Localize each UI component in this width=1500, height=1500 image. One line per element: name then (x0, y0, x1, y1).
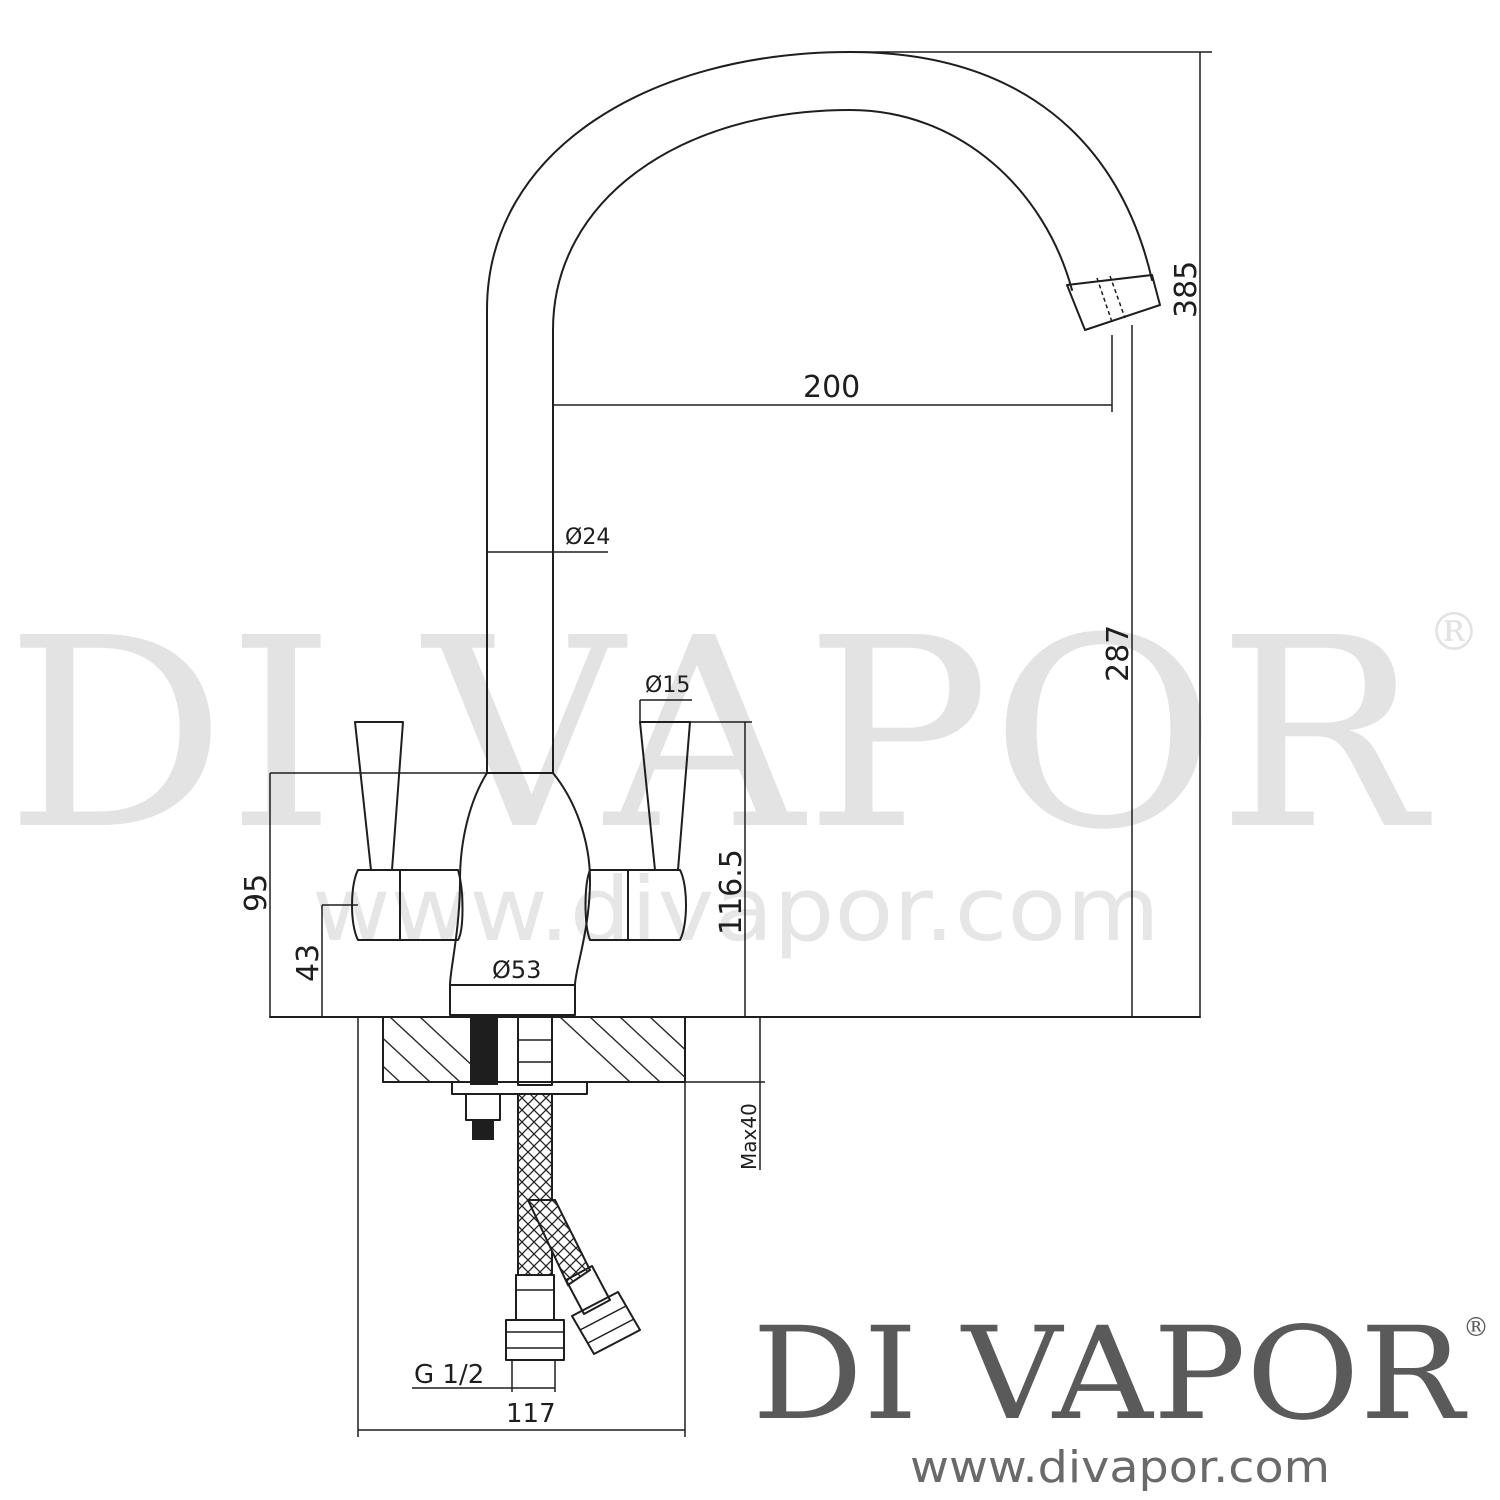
hose-nut-angled (571, 1291, 641, 1355)
hose-straight (517, 1093, 553, 1276)
dim-spout-diameter: Ø24 (565, 525, 610, 550)
dim-spout-reach: 200 (803, 370, 860, 405)
fixing-nut (465, 1093, 501, 1121)
watermark-brand: DI VAPOR (5, 582, 1433, 887)
watermark-registered-mark: ® (1428, 603, 1480, 663)
dimension-labels: 200 385 287 Ø24 Ø15 95 43 116.5 Ø53 Max4… (239, 261, 1204, 1429)
hose-nut-straight (505, 1319, 565, 1361)
dim-base-diameter: Ø53 (492, 956, 541, 984)
logo-url: www.divapor.com (910, 1442, 1330, 1493)
spout (486, 51, 1161, 774)
dim-spout-outlet-height: 287 (1101, 625, 1136, 682)
flexible-hoses (505, 1016, 641, 1361)
threaded-stud (470, 1017, 498, 1085)
dim-body-height: 95 (239, 874, 274, 912)
dimension-lines (269, 51, 1212, 1437)
logo-brand: DI VAPOR (752, 1300, 1468, 1449)
dim-handle-top-height: 116.5 (714, 849, 749, 935)
spout-aerator (1066, 274, 1161, 331)
dim-handle-diameter: Ø15 (645, 673, 690, 698)
deck-section (269, 1016, 1201, 1140)
watermark-url: www.divapor.com (312, 858, 1160, 961)
dim-overall-width: 117 (506, 1399, 556, 1429)
spout-inner-profile (552, 109, 1073, 774)
stud-end (472, 1120, 494, 1140)
logo-registered-mark: ® (1463, 1313, 1489, 1343)
watermark: DI VAPOR ® www.divapor.com (5, 582, 1480, 961)
right-valve-cap (584, 869, 687, 941)
hose-angled (526, 1199, 592, 1287)
right-handle (584, 721, 691, 941)
brand-logo: DI VAPOR ® www.divapor.com (752, 1300, 1489, 1493)
dim-connection-thread: G 1/2 (414, 1360, 484, 1390)
mixer-body-outline (449, 772, 591, 1016)
dim-total-height: 385 (1169, 261, 1204, 318)
left-valve-cap (351, 869, 464, 941)
spout-outer-profile (486, 51, 1153, 774)
left-handle (351, 721, 464, 941)
dim-max-deck-thickness: Max40 (737, 1103, 761, 1170)
dim-handle-axis-height: 43 (291, 944, 326, 982)
